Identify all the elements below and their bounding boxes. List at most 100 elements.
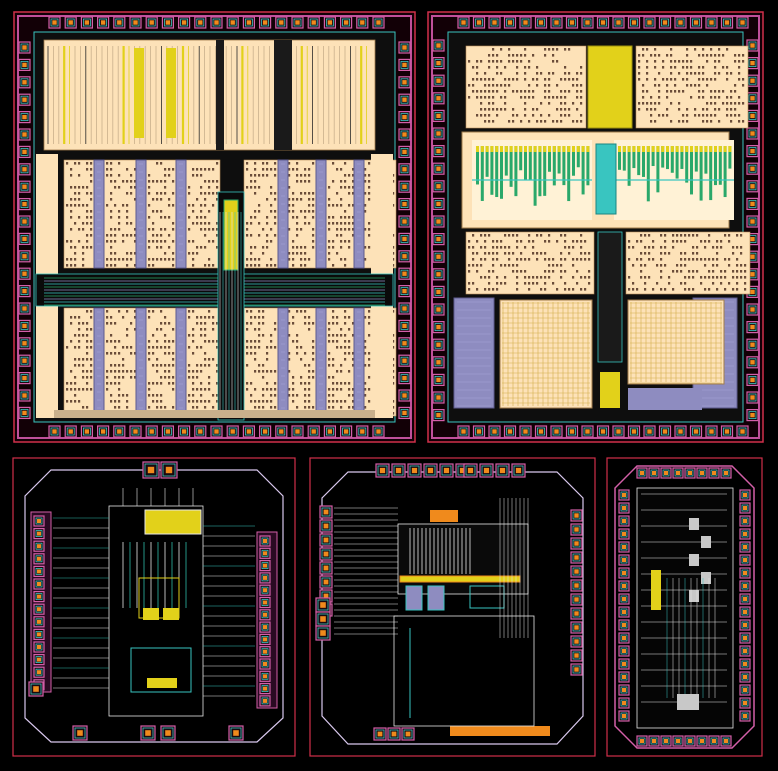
core-outline bbox=[397, 523, 529, 595]
datapath-cap bbox=[670, 146, 674, 152]
datapath-cap bbox=[567, 146, 571, 152]
io-pad bbox=[259, 16, 272, 29]
io-pad bbox=[18, 319, 31, 332]
io-pad bbox=[210, 425, 223, 438]
io-pad bbox=[398, 250, 411, 263]
io-pad bbox=[660, 735, 672, 747]
power-strap bbox=[134, 48, 144, 138]
io-pad bbox=[746, 162, 759, 175]
io-pad bbox=[194, 425, 207, 438]
io-pad bbox=[746, 391, 759, 404]
io-pad bbox=[570, 635, 583, 648]
io-pad bbox=[746, 373, 759, 386]
io-pad bbox=[275, 425, 288, 438]
io-pad bbox=[33, 527, 45, 540]
datapath-bit bbox=[567, 146, 571, 202]
datapath-cap bbox=[485, 146, 489, 152]
sram-strip bbox=[277, 307, 289, 417]
datapath-bit bbox=[709, 146, 713, 201]
datapath-cap bbox=[552, 146, 556, 152]
io-pad bbox=[129, 16, 142, 29]
seal-ring bbox=[17, 15, 412, 439]
filler-region bbox=[36, 154, 58, 274]
io-pad bbox=[407, 463, 422, 478]
vertical-channel bbox=[597, 231, 623, 363]
io-pad bbox=[259, 695, 271, 707]
datapath-cap bbox=[694, 146, 698, 152]
io-pad bbox=[627, 16, 641, 29]
io-pad bbox=[18, 354, 31, 367]
datapath-cap bbox=[538, 146, 542, 152]
io-pad bbox=[739, 697, 751, 709]
datapath-bit bbox=[670, 146, 674, 173]
io-pad bbox=[432, 285, 445, 298]
io-pad bbox=[696, 467, 708, 479]
die-top-left bbox=[13, 11, 416, 443]
io-pad bbox=[648, 467, 660, 479]
resistor bbox=[147, 678, 177, 688]
io-pad bbox=[618, 658, 630, 670]
std-cell-column bbox=[285, 307, 321, 417]
io-pad bbox=[356, 425, 369, 438]
io-pad bbox=[398, 198, 411, 211]
io-pad bbox=[226, 16, 239, 29]
io-pad bbox=[18, 215, 31, 228]
sram-strip bbox=[353, 307, 365, 417]
datapath-cap bbox=[723, 146, 727, 152]
io-pad bbox=[503, 425, 517, 438]
io-pad bbox=[259, 633, 271, 646]
io-pad bbox=[96, 16, 110, 29]
std-cell-column bbox=[103, 159, 139, 269]
io-pad bbox=[259, 658, 271, 670]
io-pad bbox=[746, 127, 759, 140]
io-pad bbox=[618, 671, 630, 683]
io-pad bbox=[746, 39, 759, 52]
io-pad bbox=[739, 606, 751, 618]
io-pad bbox=[391, 463, 406, 478]
io-pad bbox=[565, 425, 579, 438]
io-pad bbox=[463, 463, 478, 478]
datapath-cap bbox=[548, 146, 551, 152]
io-pad bbox=[259, 559, 271, 572]
io-pad bbox=[423, 463, 438, 478]
io-pad bbox=[511, 463, 526, 478]
datapath-bit bbox=[500, 146, 503, 199]
io-pad bbox=[18, 93, 31, 106]
io-pad bbox=[570, 551, 583, 564]
io-pad bbox=[72, 725, 88, 741]
io-pad bbox=[739, 645, 751, 657]
io-pad bbox=[746, 356, 759, 369]
datapath-cap bbox=[562, 146, 566, 152]
datapath-bit bbox=[685, 146, 689, 183]
io-pad bbox=[178, 16, 191, 29]
io-pad bbox=[708, 735, 720, 747]
io-pad bbox=[618, 632, 630, 644]
io-pad bbox=[720, 425, 734, 438]
datapath-bit bbox=[581, 146, 585, 195]
datapath-bit bbox=[661, 146, 665, 168]
io-pad bbox=[705, 16, 718, 29]
io-pad bbox=[689, 16, 703, 29]
io-pad bbox=[746, 338, 759, 351]
datapath-cap bbox=[557, 146, 561, 152]
io-pad bbox=[739, 632, 751, 644]
io-pad bbox=[618, 528, 630, 540]
resistor-cell bbox=[701, 536, 711, 548]
std-cell-column bbox=[63, 307, 99, 417]
memory-array bbox=[627, 299, 725, 385]
datapath-bit bbox=[704, 146, 708, 174]
datapath-cap bbox=[524, 146, 527, 152]
io-pad bbox=[356, 16, 369, 29]
io-pad bbox=[33, 565, 45, 578]
die-top-right bbox=[427, 11, 764, 443]
datapath-bit bbox=[538, 146, 542, 197]
io-pad bbox=[178, 425, 191, 438]
io-pad bbox=[565, 16, 579, 29]
io-pad bbox=[432, 338, 445, 351]
io-pad bbox=[570, 621, 583, 634]
io-pad bbox=[18, 232, 31, 245]
datapath-cap bbox=[533, 146, 537, 152]
io-pad bbox=[684, 735, 696, 747]
